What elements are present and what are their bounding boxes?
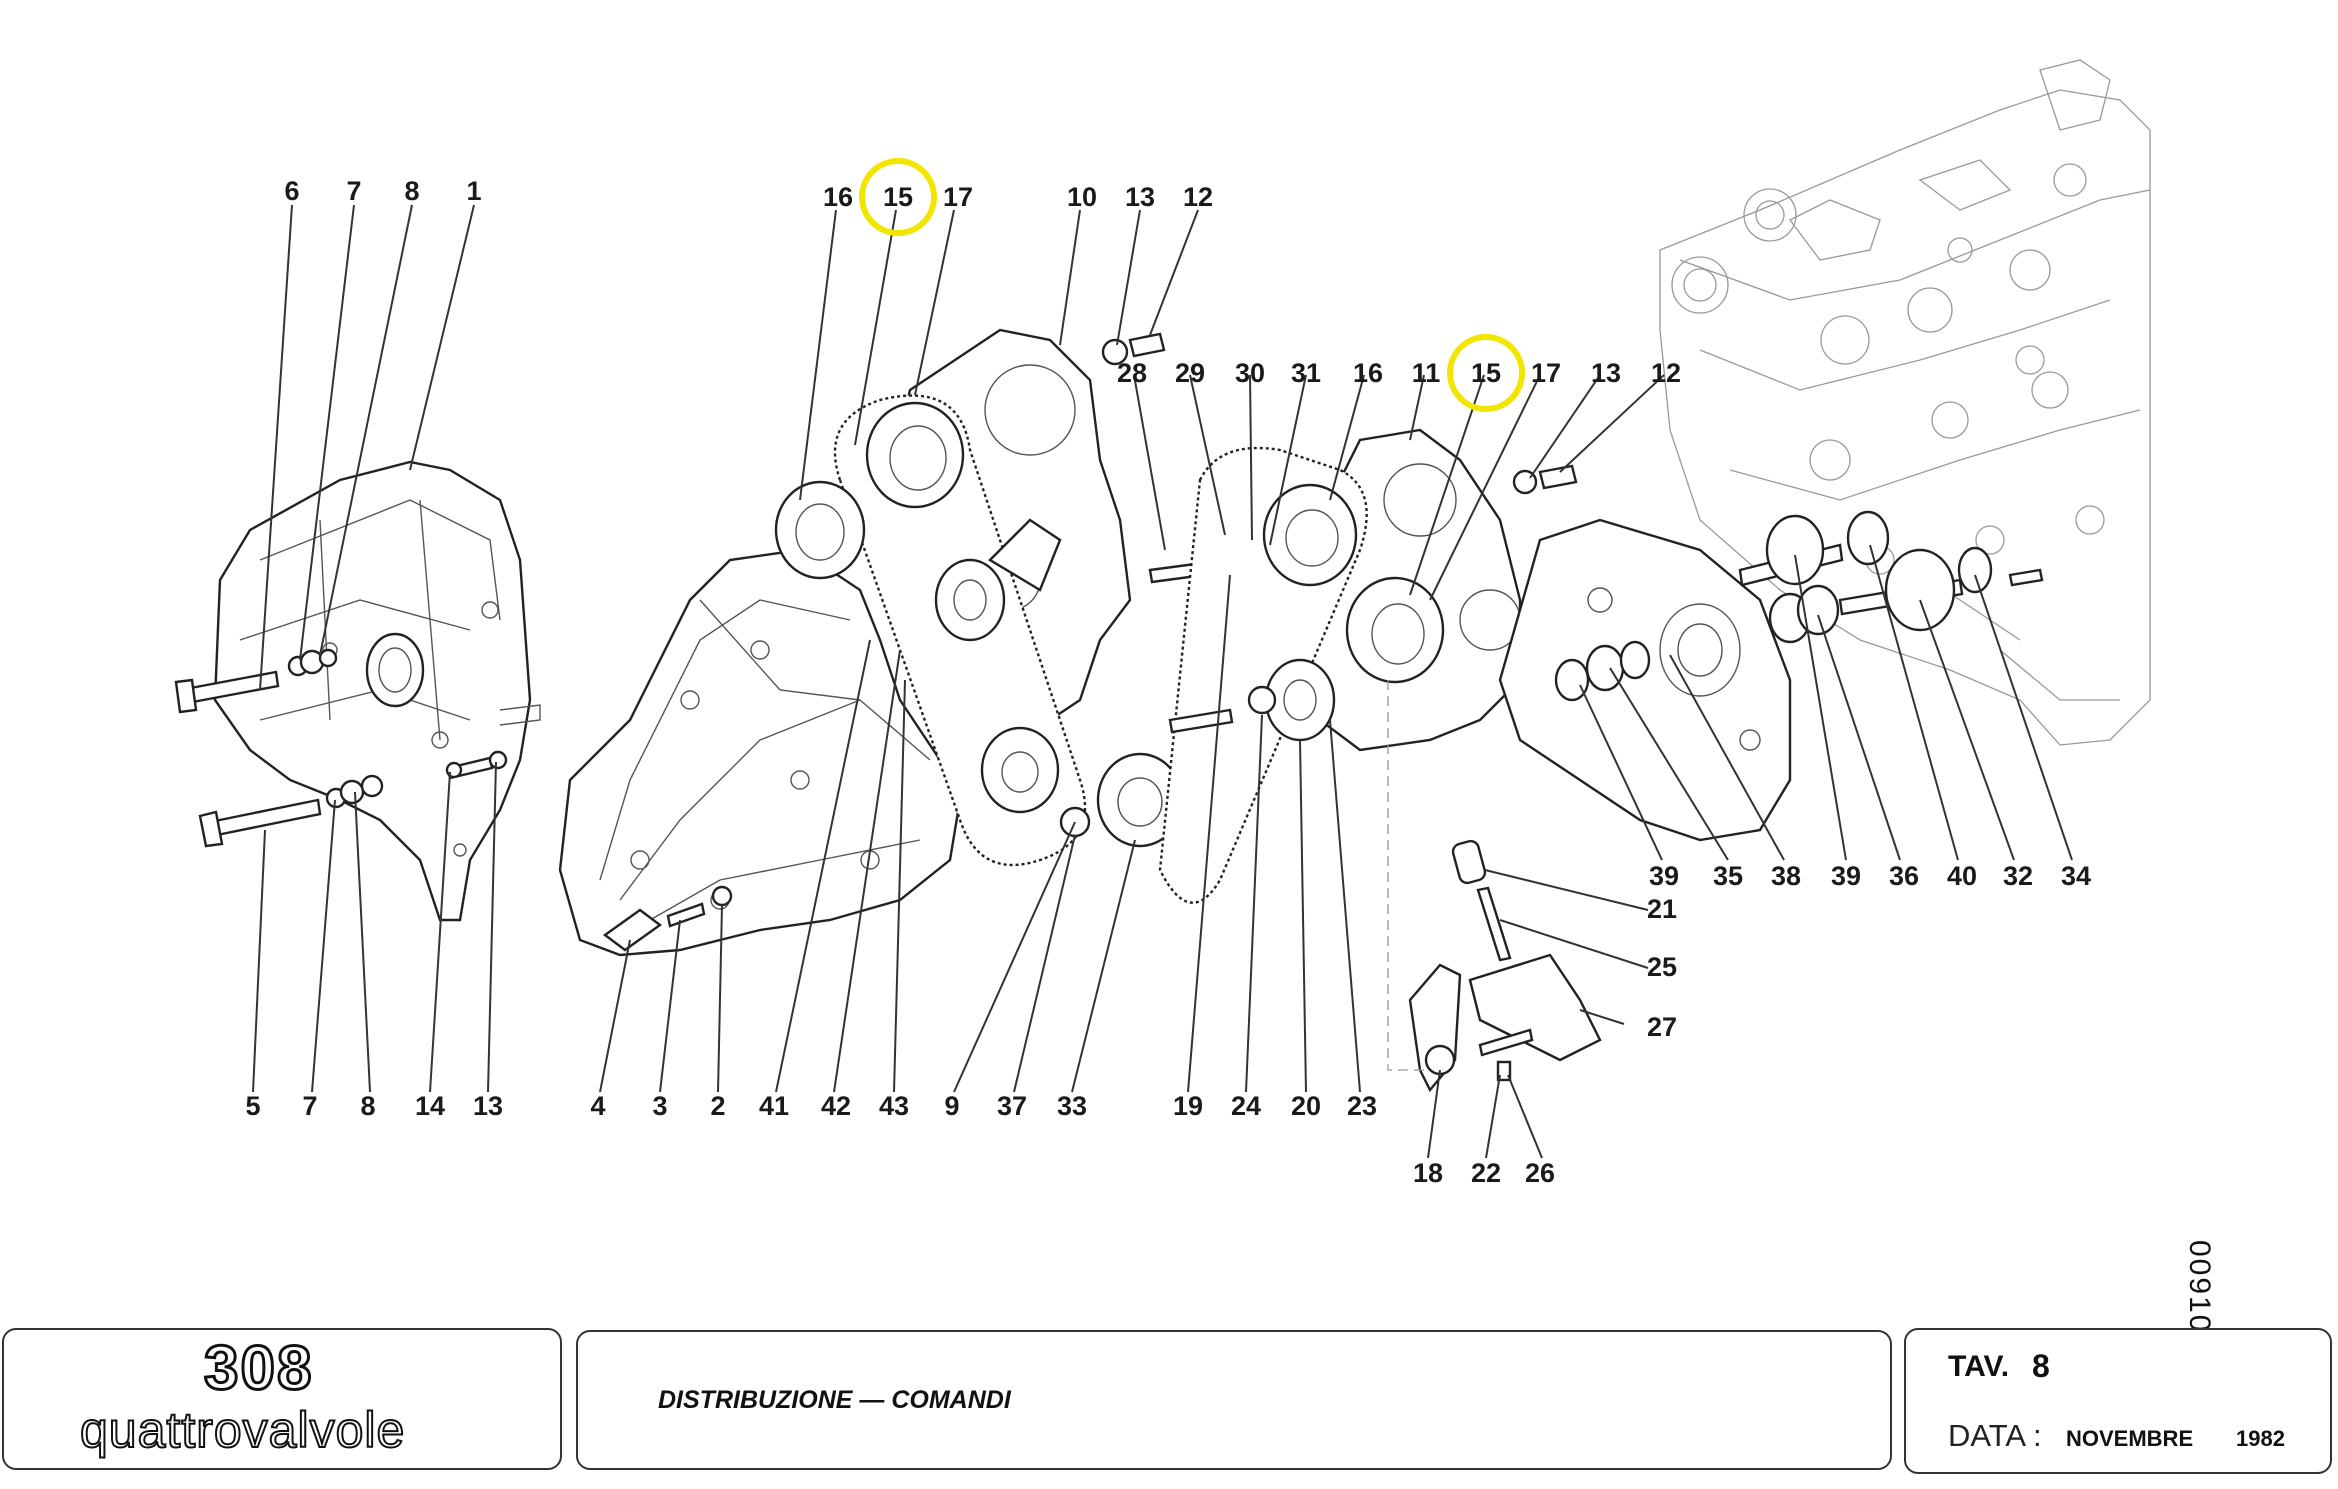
callout-32: 32	[2003, 861, 2033, 891]
callout-39: 39	[1831, 861, 1861, 891]
callout-20: 20	[1291, 1091, 1321, 1121]
callout-19: 19	[1173, 1091, 1203, 1121]
callout-13: 13	[1591, 358, 1621, 388]
callout-43: 43	[879, 1091, 909, 1121]
date-label: DATA :	[1948, 1418, 2042, 1453]
callout-5: 5	[245, 1091, 260, 1121]
callout-3: 3	[652, 1091, 667, 1121]
callout-7: 7	[302, 1091, 317, 1121]
callout-36: 36	[1889, 861, 1919, 891]
callout-13: 13	[1125, 182, 1155, 212]
callout-7: 7	[346, 176, 361, 206]
highlight-ring-15b	[1447, 334, 1525, 412]
bolt-6-assembly	[174, 648, 338, 714]
callout-12: 12	[1183, 182, 1213, 212]
callout-14: 14	[415, 1091, 445, 1121]
callout-2: 2	[710, 1091, 725, 1121]
callout-40: 40	[1947, 861, 1977, 891]
logo-name: quattrovalvole	[79, 1401, 406, 1459]
callout-30: 30	[1235, 358, 1265, 388]
callout-15: 15	[1471, 358, 1501, 388]
highlight-ring-15a	[859, 158, 937, 236]
callout-37: 37	[997, 1091, 1027, 1121]
callout-16: 16	[1353, 358, 1383, 388]
callout-22: 22	[1471, 1158, 1501, 1188]
callout-24: 24	[1231, 1091, 1261, 1121]
callout-6: 6	[284, 176, 299, 206]
callout-11: 11	[1412, 358, 1441, 388]
sheet-title: DISTRIBUZIONE — COMANDI	[658, 1386, 1011, 1414]
rear-timing-housing	[213, 460, 541, 922]
callout-25: 25	[1647, 952, 1677, 982]
callout-10: 10	[1067, 182, 1097, 212]
engine-block-drawing	[1659, 59, 2151, 746]
callout-35: 35	[1713, 861, 1743, 891]
callout-34: 34	[2061, 861, 2091, 891]
date-month: NOVEMBRE	[2066, 1426, 2194, 1451]
callout-28: 28	[1117, 358, 1147, 388]
callout-41: 41	[759, 1091, 789, 1121]
sheet-code: 00910	[2183, 1240, 2216, 1334]
callout-numbers: 6 7 8 1 16 15 17 10 13 12 28 29 30 31 16…	[245, 176, 2091, 1188]
callout-4: 4	[590, 1091, 605, 1121]
tav-label: TAV.	[1948, 1350, 2010, 1383]
right-shaft-group	[1738, 510, 2044, 644]
callout-18: 18	[1413, 1158, 1443, 1188]
callout-29: 29	[1175, 358, 1205, 388]
callout-8: 8	[360, 1091, 375, 1121]
callout-17: 17	[943, 182, 973, 212]
leader-lines	[252, 204, 2073, 1159]
table-info-panel: TAV. 8 DATA : NOVEMBRE 1982	[1904, 1328, 2332, 1474]
tensioner-group	[1387, 680, 1602, 1093]
logo-panel: 308 quattrovalvole	[2, 1328, 562, 1470]
callout-9: 9	[944, 1091, 959, 1121]
date-year: 1982	[2236, 1426, 2285, 1451]
callout-27: 27	[1647, 1012, 1677, 1042]
callout-42: 42	[821, 1091, 851, 1121]
callout-15: 15	[883, 182, 913, 212]
callout-33: 33	[1057, 1091, 1087, 1121]
title-panel: DISTRIBUZIONE — COMANDI	[576, 1330, 1892, 1470]
callout-13: 13	[473, 1091, 503, 1121]
callout-8: 8	[404, 176, 419, 206]
callout-26: 26	[1525, 1158, 1555, 1188]
callout-31: 31	[1291, 358, 1321, 388]
callout-21: 21	[1647, 894, 1677, 924]
logo-model: 308	[202, 1334, 314, 1403]
front-outer-cover	[558, 548, 962, 957]
callout-17: 17	[1531, 358, 1561, 388]
callout-23: 23	[1347, 1091, 1377, 1121]
callout-39: 39	[1649, 861, 1679, 891]
pump-housing	[1498, 518, 1792, 842]
callout-1: 1	[466, 176, 481, 206]
tav-number: 8	[2032, 1348, 2050, 1384]
callout-12: 12	[1651, 358, 1681, 388]
bolt-5-assembly	[198, 774, 384, 848]
callout-16: 16	[823, 182, 853, 212]
callout-38: 38	[1771, 861, 1801, 891]
